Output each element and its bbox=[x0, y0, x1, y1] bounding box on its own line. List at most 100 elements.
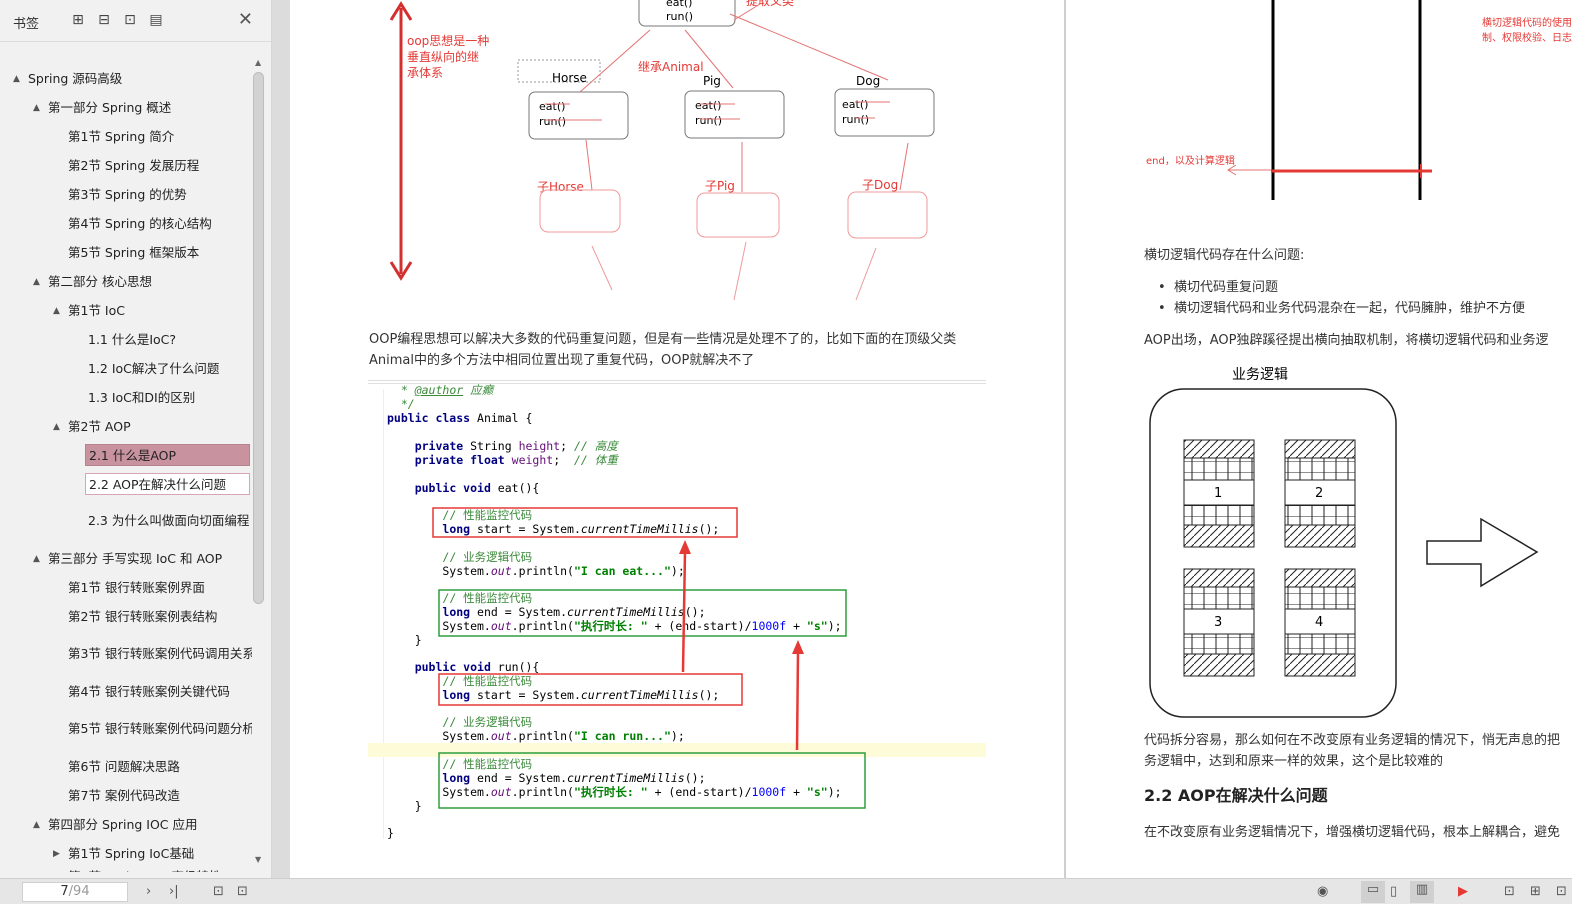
collapse-icon[interactable]: ⊟ bbox=[98, 12, 110, 28]
bookmark-item[interactable]: ▲第一部分 Spring 概述 bbox=[33, 97, 171, 119]
scrollbar-thumb[interactable] bbox=[253, 72, 264, 604]
code-eat-close: } bbox=[387, 633, 422, 647]
code-eat-print: System.out.println("I can eat..."); bbox=[387, 564, 685, 578]
bookmark-item-label: 第二部分 核心思想 bbox=[48, 274, 152, 289]
page-number-input[interactable]: 7/94 bbox=[22, 882, 128, 902]
bookmark-item[interactable]: 1.3 IoC和DI的区别 bbox=[88, 387, 195, 409]
code-eat-perf-comment: // 性能监控代码 bbox=[442, 508, 533, 522]
caret-down-icon[interactable]: ▲ bbox=[33, 277, 40, 287]
bookmark-item-label: 第2节 Spring 发展历程 bbox=[68, 158, 200, 173]
bookmark-item[interactable]: 2.2 AOP在解决什么问题 bbox=[85, 473, 250, 495]
bookmark-item-label: 2.3 为什么叫做面向切面编程 bbox=[88, 513, 250, 528]
bookmark-item[interactable]: ▲ 第四部分 Spring IOC 应用 bbox=[33, 814, 198, 836]
prev-view-icon[interactable]: ⊡ bbox=[213, 884, 224, 899]
code-author-line: * @author 应癫 bbox=[387, 383, 494, 397]
bookmark-item-label: 第2节 AOP bbox=[68, 419, 131, 434]
bookmark-item-label: 第5节 银行转账案例代码问题分析 bbox=[68, 721, 252, 736]
dog-run: run() bbox=[842, 113, 869, 126]
block-1-label: 1 bbox=[1214, 486, 1222, 501]
bookmark-item[interactable]: 第1节 Spring 简介 bbox=[68, 126, 174, 148]
bookmark-item[interactable]: ▶第2节 Spring IOC高级特性 bbox=[68, 866, 222, 872]
document-page-right: end，以及计算逻辑 横切逻辑代码的使用 制、权限校验、日志 业务逻辑 1 2 bbox=[1066, 0, 1572, 878]
split-text-line2: 务逻辑中，达到和原来一样的效果，这个是比较难的 bbox=[1144, 754, 1444, 769]
biz-block-1: 1 bbox=[1183, 439, 1255, 548]
block-2-label: 2 bbox=[1315, 486, 1323, 501]
code-eat-perf-print: System.out.println("执行时长: " + (end-start… bbox=[387, 619, 842, 633]
bookmark-item[interactable]: ▲第1节 IoC bbox=[53, 300, 125, 322]
bookmark-item[interactable]: 1.1 什么是IoC? bbox=[88, 329, 176, 351]
bookmark-item[interactable]: 2.3 为什么叫做面向切面编程 bbox=[88, 510, 249, 532]
caret-down-icon[interactable]: ▲ bbox=[33, 103, 40, 113]
eye-icon[interactable]: ◉ bbox=[1317, 884, 1329, 899]
bookmark-item[interactable]: 第2节 Spring 发展历程 bbox=[68, 155, 199, 177]
last-paragraph: 在不改变原有业务逻辑情况下，增强横切逻辑代码，根本上解耦合，避免 bbox=[1144, 825, 1561, 840]
biz-block-2: 2 bbox=[1284, 439, 1356, 548]
fullscreen-icon[interactable]: ⊡ bbox=[1556, 884, 1567, 899]
bookmark-item[interactable]: ▲第三部分 手写实现 IoC 和 AOP bbox=[33, 548, 222, 570]
side-note-line1: 横切逻辑代码的使用 bbox=[1482, 16, 1572, 29]
code-run-print: System.out.println("I can run..."); bbox=[387, 729, 685, 743]
bookmark-tree: ▲ Spring 源码高级 ▲第一部分 Spring 概述第1节 Spring 简介… bbox=[0, 52, 252, 872]
question-text: 横切逻辑代码存在什么问题: bbox=[1144, 248, 1305, 263]
bookmark-panel-title: 书签 bbox=[13, 17, 40, 32]
code-run-decl: public void run(){ bbox=[414, 660, 540, 674]
bookmark-add-icon[interactable]: ⊡ bbox=[124, 12, 136, 28]
next-view-icon[interactable]: ⊡ bbox=[237, 884, 248, 899]
caret-down-icon[interactable]: ▲ bbox=[53, 306, 60, 316]
bookmark-item[interactable]: 第4节 银行转账案例关键代码 bbox=[68, 681, 230, 703]
two-page-icon[interactable]: ▥ bbox=[1410, 881, 1434, 903]
bookmark-item[interactable]: ▲ Spring 源码高级 bbox=[13, 68, 123, 90]
caret-down-icon[interactable]: ▲ bbox=[13, 74, 20, 84]
page-separator bbox=[1064, 0, 1066, 878]
bookmark-item-label: Spring 源码高级 bbox=[28, 71, 123, 86]
play-icon[interactable]: ▶ bbox=[1458, 884, 1468, 899]
bookmark-item-label: 第3节 银行转账案例代码调用关系 bbox=[68, 646, 252, 661]
bookmark-item-label: 第2节 银行转账案例表结构 bbox=[68, 609, 218, 624]
fit-page-icon[interactable]: ⊞ bbox=[1530, 884, 1541, 899]
continuous-view-icon[interactable]: ▭ bbox=[1361, 881, 1385, 903]
right-arrow-icon bbox=[1426, 517, 1539, 588]
caret-down-icon[interactable]: ▲ bbox=[33, 554, 40, 564]
bookmark-item[interactable]: ▲ 第2节 AOP bbox=[53, 416, 131, 438]
oop-note-line2: 垂直纵向的继 bbox=[407, 49, 479, 64]
bookmark-panel: 书签 ⊞ ⊟ ⊡ ▤ ✕ ▲ Spring 源码高级 ▲第一部分 Spring 概述… bbox=[0, 0, 272, 878]
actual-size-icon[interactable]: ⊡ bbox=[1504, 884, 1515, 899]
last-page-icon[interactable]: ›| bbox=[169, 884, 179, 899]
bookmark-item-label: 第3节 Spring 的优势 bbox=[68, 187, 187, 202]
bookmark-item[interactable]: 第5节 Spring 框架版本 bbox=[68, 242, 199, 264]
top-box-eat: eat() bbox=[666, 0, 692, 9]
caret-right-icon[interactable]: ▶ bbox=[53, 849, 60, 859]
code-class-decl: public class Animal { bbox=[387, 411, 533, 425]
bookmark-item[interactable]: 第7节 案例代码改造 bbox=[68, 785, 180, 807]
bookmark-item[interactable]: 第3节 银行转账案例代码调用关系 bbox=[68, 643, 252, 665]
bookmark-item[interactable]: 第6节 问题解决思路 bbox=[68, 756, 180, 778]
code-class-close: } bbox=[387, 826, 394, 840]
bookmark-item[interactable]: ▲ 第二部分 核心思想 bbox=[33, 271, 152, 293]
bookmark-item[interactable]: 第3节 Spring 的优势 bbox=[68, 184, 187, 206]
caret-down-icon[interactable]: ▲ bbox=[33, 820, 40, 830]
bookmark-item[interactable]: 2.1 什么是AOP bbox=[85, 444, 250, 466]
pig-label: Pig bbox=[703, 74, 721, 88]
bookmark-item[interactable]: 1.2 IoC解决了什么问题 bbox=[88, 358, 219, 380]
close-icon[interactable]: ✕ bbox=[237, 9, 253, 30]
bookmark-item[interactable]: 第5节 银行转账案例代码问题分析 bbox=[68, 718, 252, 740]
bookmark-item[interactable]: ▶第1节 Spring IoC基础 bbox=[53, 843, 194, 865]
single-page-icon[interactable]: ▯ bbox=[1390, 884, 1398, 899]
scroll-up-icon[interactable]: ▲ bbox=[255, 58, 262, 67]
next-page-icon[interactable]: › bbox=[146, 884, 152, 899]
bookmark-item[interactable]: 第1节 银行转账案例界面 bbox=[68, 577, 205, 599]
caret-down-icon[interactable]: ▲ bbox=[53, 422, 60, 432]
caret-right-icon[interactable]: ▶ bbox=[53, 866, 60, 872]
bookmark-item-label: 第四部分 Spring IOC 应用 bbox=[48, 817, 198, 832]
bookmark-item[interactable]: 第2节 银行转账案例表结构 bbox=[68, 606, 217, 628]
scroll-down-icon[interactable]: ▼ bbox=[255, 855, 262, 864]
expand-icon[interactable]: ⊞ bbox=[72, 12, 84, 28]
child-horse-label: 子Horse bbox=[537, 180, 584, 194]
bookmark-item-label: 第1节 Spring 简介 bbox=[68, 129, 175, 144]
bookmark-item-label: 1.1 什么是IoC? bbox=[88, 332, 177, 347]
dog-eat: eat() bbox=[842, 98, 868, 111]
code-field-height: private String height; // 高度 bbox=[414, 439, 618, 453]
bookmark-icon[interactable]: ▤ bbox=[149, 12, 163, 28]
aop-intro-text: AOP出场，AOP独辟蹊径提出横向抽取机制，将横切逻辑代码和业务逻 bbox=[1144, 333, 1549, 348]
bookmark-item[interactable]: 第4节 Spring 的核心结构 bbox=[68, 213, 212, 235]
